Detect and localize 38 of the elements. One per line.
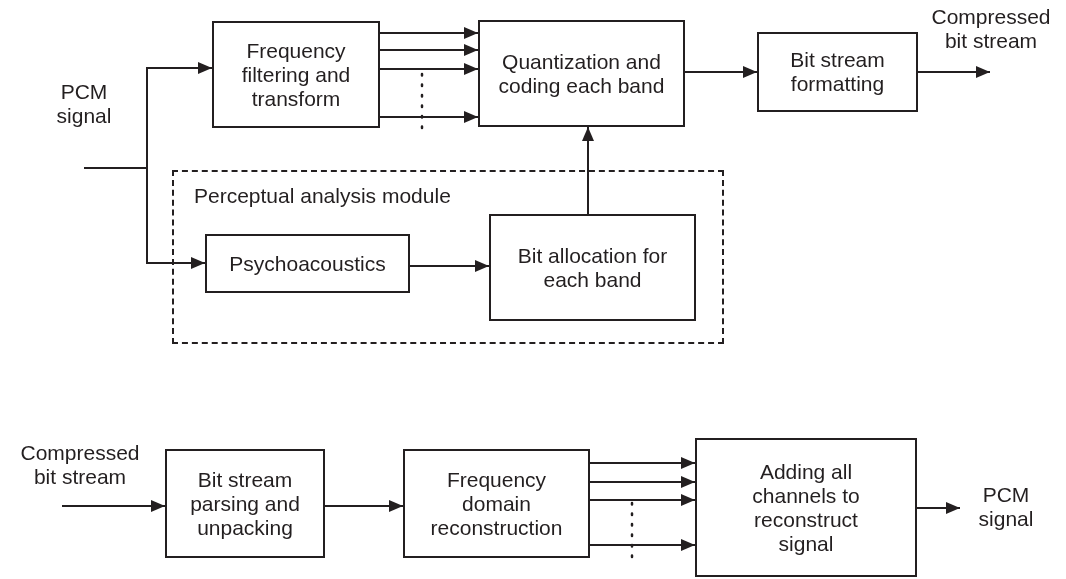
- arrow: [83, 167, 206, 269]
- arrow: [379, 27, 479, 39]
- process-box: [403, 449, 590, 558]
- box-label: Quantization and coding each band: [497, 49, 666, 98]
- arrow: [324, 500, 404, 512]
- arrow: [589, 539, 696, 551]
- process-box: [205, 234, 410, 293]
- box-label: Bit stream formatting: [789, 48, 886, 96]
- group-heading: Perceptual analysis module: [194, 184, 451, 208]
- arrow: [589, 494, 696, 506]
- box-label: Frequency filtering and transform: [240, 38, 352, 111]
- dashed-group-box: [172, 170, 724, 344]
- signal-label: PCM signal: [55, 80, 113, 128]
- signal-label: Compressed bit stream: [930, 5, 1052, 53]
- arrow: [916, 502, 961, 514]
- box-label: Psychoacoustics: [229, 251, 386, 276]
- process-box: [478, 20, 685, 127]
- arrow: [409, 260, 490, 272]
- arrow: [589, 457, 696, 469]
- arrow: [379, 44, 479, 56]
- process-box: [757, 32, 918, 112]
- process-box: [165, 449, 325, 558]
- process-box: [695, 438, 917, 577]
- process-box: [212, 21, 380, 128]
- box-label: Adding all channels to reconstruct signal: [751, 459, 861, 556]
- arrow: [379, 111, 479, 123]
- signal-label: Compressed bit stream: [20, 441, 140, 489]
- box-label: Bit stream parsing and unpacking: [189, 467, 301, 540]
- box-label: Frequency domain reconstruction: [429, 467, 564, 540]
- arrow: [684, 66, 758, 78]
- arrow: [917, 66, 991, 78]
- box-label: Bit allocation for each band: [516, 243, 669, 292]
- arrow: [589, 476, 696, 488]
- signal-label: PCM signal: [977, 483, 1035, 531]
- arrow: [379, 63, 479, 75]
- arrow: [61, 500, 166, 512]
- arrow: [582, 126, 594, 215]
- process-box: [489, 214, 696, 321]
